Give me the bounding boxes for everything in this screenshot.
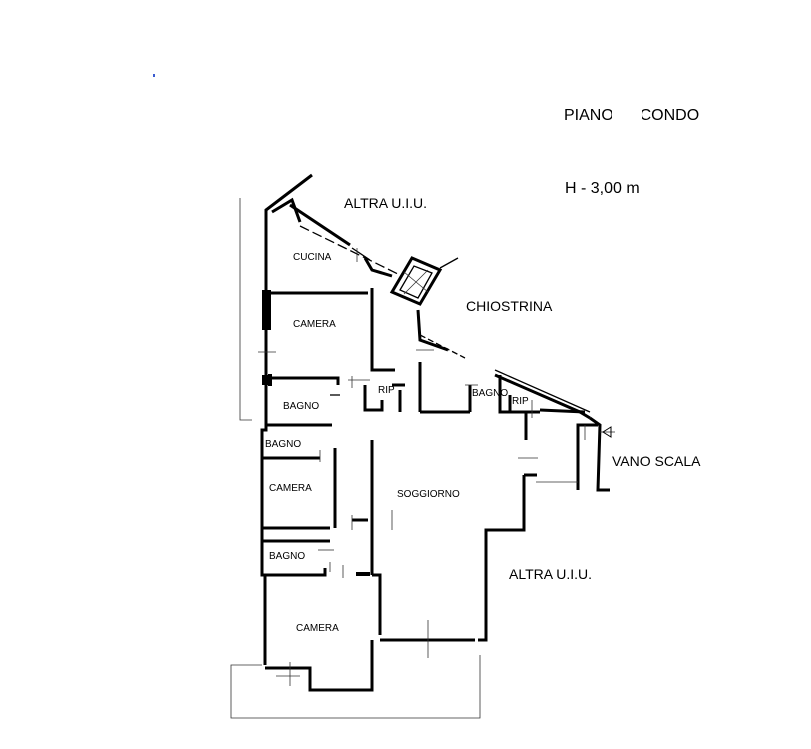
exterior-walls [260,173,610,692]
room-labels: CUCINA CAMERA BAGNO RIP BAGNO RIP BAGNO … [265,252,529,634]
room-rip-1: RIP [378,385,395,396]
room-camera-1: CAMERA [293,319,336,330]
room-bagno-1: BAGNO [283,401,319,412]
surrounding-labels: ALTRA U.I.U. CHIOSTRINA VANO SCALA ALTRA… [344,195,701,582]
header-block: PIANO SECONDO H - 3,00 m [562,84,752,197]
entrance-arrow-icon [602,426,612,438]
room-rip-2: RIP [512,396,529,407]
room-cucina: CUCINA [293,252,332,263]
outer-boundary [230,198,481,719]
stray-mark [153,74,155,77]
room-bagno-3: BAGNO [265,439,301,450]
label-altra-uiu-bottom: ALTRA U.I.U. [509,566,592,582]
label-vano-scala: VANO SCALA [612,453,701,469]
room-soggiorno: SOGGIORNO [397,489,460,500]
shaft [351,247,459,306]
room-camera-2: CAMERA [269,483,312,494]
room-bagno-4: BAGNO [269,551,305,562]
door-marks [258,248,615,686]
label-altra-uiu-top: ALTRA U.I.U. [344,195,427,211]
room-camera-3: CAMERA [296,623,339,634]
label-chiostrina: CHIOSTRINA [466,298,553,314]
floor-label-gap [612,104,642,124]
interior-walls [262,288,586,577]
room-bagno-2: BAGNO [472,388,508,399]
height-label: H - 3,00 m [565,180,640,197]
